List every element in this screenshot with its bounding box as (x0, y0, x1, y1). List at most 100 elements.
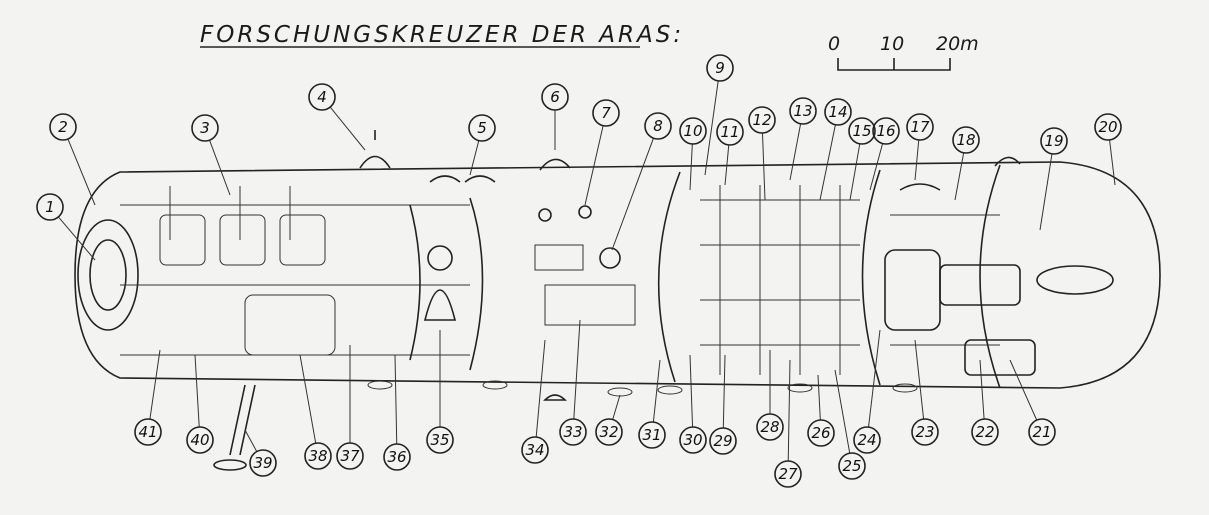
callout-circle (679, 426, 707, 454)
callout-circle (706, 54, 734, 82)
callout-40: 40 (186, 354, 214, 454)
callout-11: 11 (716, 118, 744, 186)
callout-number: 34 (525, 441, 544, 459)
callout-circle (1094, 113, 1122, 141)
ship-hull (74, 130, 1161, 471)
callout-25: 25 (834, 369, 866, 480)
callout-circle (191, 114, 219, 142)
callout-1: 1 (36, 193, 96, 261)
callout-number: 22 (975, 423, 994, 441)
callout-number: 38 (308, 447, 327, 465)
callout-35: 35 (426, 330, 454, 454)
scale-label-10: 10 (880, 33, 904, 55)
leader-line (299, 354, 317, 444)
callout-15: 15 (848, 117, 876, 201)
callout-circle (595, 418, 623, 446)
leader-line (1039, 153, 1053, 231)
callout-number: 8 (653, 117, 663, 135)
callout-24: 24 (853, 329, 881, 454)
callout-circle (824, 98, 852, 126)
leader-line (722, 354, 726, 429)
leader-line (652, 359, 661, 423)
callout-number: 3 (200, 119, 210, 137)
scale-label-20: 20m (936, 33, 979, 55)
callout-17: 17 (906, 113, 934, 181)
callout-circle (807, 419, 835, 447)
callout-circle (679, 117, 707, 145)
leader-line (394, 354, 398, 445)
callout-circle (756, 413, 784, 441)
callout-34: 34 (521, 339, 549, 464)
callout-number: 7 (601, 104, 611, 122)
callout-circle (906, 113, 934, 141)
leader-line (67, 138, 96, 206)
leader-line (149, 349, 161, 420)
callout-circle (308, 83, 336, 111)
callout-41: 41 (134, 349, 162, 446)
callout-12: 12 (748, 106, 776, 201)
callout-38: 38 (299, 354, 332, 470)
leader-line (58, 216, 96, 261)
callout-circle (1040, 127, 1068, 155)
callout-circle (541, 83, 569, 111)
leader-line (689, 354, 694, 428)
callout-5: 5 (468, 114, 496, 176)
callout-number: 29 (713, 432, 732, 450)
callout-22: 22 (971, 359, 999, 446)
callout-6: 6 (541, 83, 569, 150)
callout-number: 26 (811, 424, 830, 442)
callout-37: 37 (336, 345, 364, 470)
callout-circle (853, 426, 881, 454)
leader-line (689, 143, 693, 191)
leader-line (849, 143, 861, 201)
callout-number: 21 (1032, 423, 1051, 441)
callout-30: 30 (679, 354, 707, 454)
callout-number: 39 (253, 454, 272, 472)
scale-label-0: 0 (828, 33, 840, 55)
leader-line (914, 139, 920, 181)
leader-line (612, 394, 621, 420)
callout-number: 6 (550, 88, 560, 106)
callout-number: 19 (1044, 132, 1063, 150)
callout-circle (592, 99, 620, 127)
callout-circle (559, 418, 587, 446)
leader-line (817, 374, 821, 421)
callout-number: 5 (477, 119, 487, 137)
callout-number: 2 (58, 118, 68, 136)
callout-26: 26 (807, 374, 835, 447)
callout-7: 7 (584, 99, 620, 206)
callout-number: 31 (642, 426, 661, 444)
callout-circle (872, 117, 900, 145)
callout-36: 36 (383, 354, 411, 471)
callout-circle (336, 442, 364, 470)
callout-28: 28 (756, 350, 784, 441)
leader-line (979, 359, 985, 420)
callout-number: 9 (715, 59, 725, 77)
callout-circle (1028, 418, 1056, 446)
callout-number: 14 (828, 103, 847, 121)
callout-circle (49, 113, 77, 141)
callout-number: 28 (760, 418, 779, 436)
leader-line (535, 339, 546, 438)
callout-4: 4 (308, 83, 366, 151)
callout-27: 27 (774, 359, 802, 488)
leader-line (1009, 359, 1038, 421)
callout-circle (36, 193, 64, 221)
leader-line (209, 140, 231, 196)
callout-20: 20 (1094, 113, 1122, 186)
callout-21: 21 (1009, 359, 1056, 446)
callout-number: 17 (910, 118, 930, 136)
callout-33: 33 (559, 319, 587, 446)
leader-line (194, 354, 200, 428)
callout-number: 33 (563, 423, 582, 441)
callout-circle (709, 427, 737, 455)
leader-line (611, 138, 654, 251)
callout-circle (848, 117, 876, 145)
callout-circle (838, 452, 866, 480)
leader-line (761, 132, 766, 201)
leader-line (573, 319, 581, 420)
callout-9: 9 (704, 54, 734, 176)
leader-line (787, 359, 791, 462)
callout-number: 37 (340, 447, 360, 465)
